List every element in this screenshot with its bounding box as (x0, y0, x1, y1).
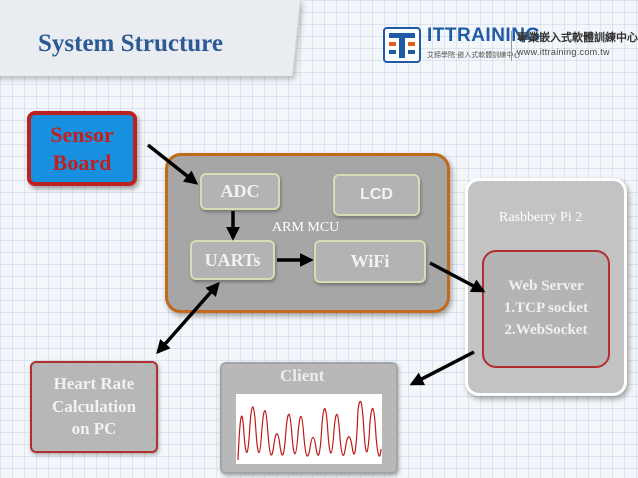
client-label: Client (280, 366, 325, 385)
sensor-board-label: Sensor Board (50, 121, 114, 176)
web-server-block: Web Server 1.TCP socket 2.WebSocket (482, 250, 610, 368)
arm-mcu-label: ARM MCU (272, 220, 340, 235)
heart-rate-line-1: Heart Rate (53, 373, 135, 393)
heartbeat-waveform-line (237, 400, 382, 461)
sensor-board-node: Sensor Board (27, 111, 137, 186)
heart-rate-label: Heart Rate Calculation on PC (52, 373, 136, 442)
uarts-block: UARTs (190, 240, 275, 280)
web-server-title: Web Server (508, 278, 584, 295)
heartbeat-waveform-image (236, 394, 382, 464)
logo-name-cn: 專業嵌入式軟體訓練中心 (517, 31, 638, 44)
heart-rate-line-2: Calculation (51, 396, 137, 416)
logo-mark-icon (383, 27, 421, 63)
adc-block: ADC (200, 173, 280, 210)
logo-divider (511, 31, 512, 61)
logo-url: www.ittraining.com.tw (517, 47, 610, 57)
sensor-board-line-2: Board (52, 149, 112, 175)
web-server-websocket: 2.WebSocket (504, 321, 588, 338)
ittraining-logo: ITTRAINING 艾鍗學院‧嵌入式軟體訓練中心 專業嵌入式軟體訓練中心 ww… (383, 25, 638, 63)
logo-tagline: 艾鍗學院‧嵌入式軟體訓練中心 (427, 51, 521, 59)
raspberry-pi-label: Rasbberry Pi 2 (499, 210, 583, 225)
lcd-block: LCD (333, 174, 420, 216)
slide-title: System Structure (38, 30, 223, 57)
heart-rate-line-3: on PC (71, 419, 117, 439)
web-server-tcp: 1.TCP socket (503, 300, 589, 317)
sensor-board-line-1: Sensor (50, 122, 114, 147)
wifi-block: WiFi (314, 240, 426, 283)
heart-rate-node: Heart Rate Calculation on PC (30, 361, 158, 453)
